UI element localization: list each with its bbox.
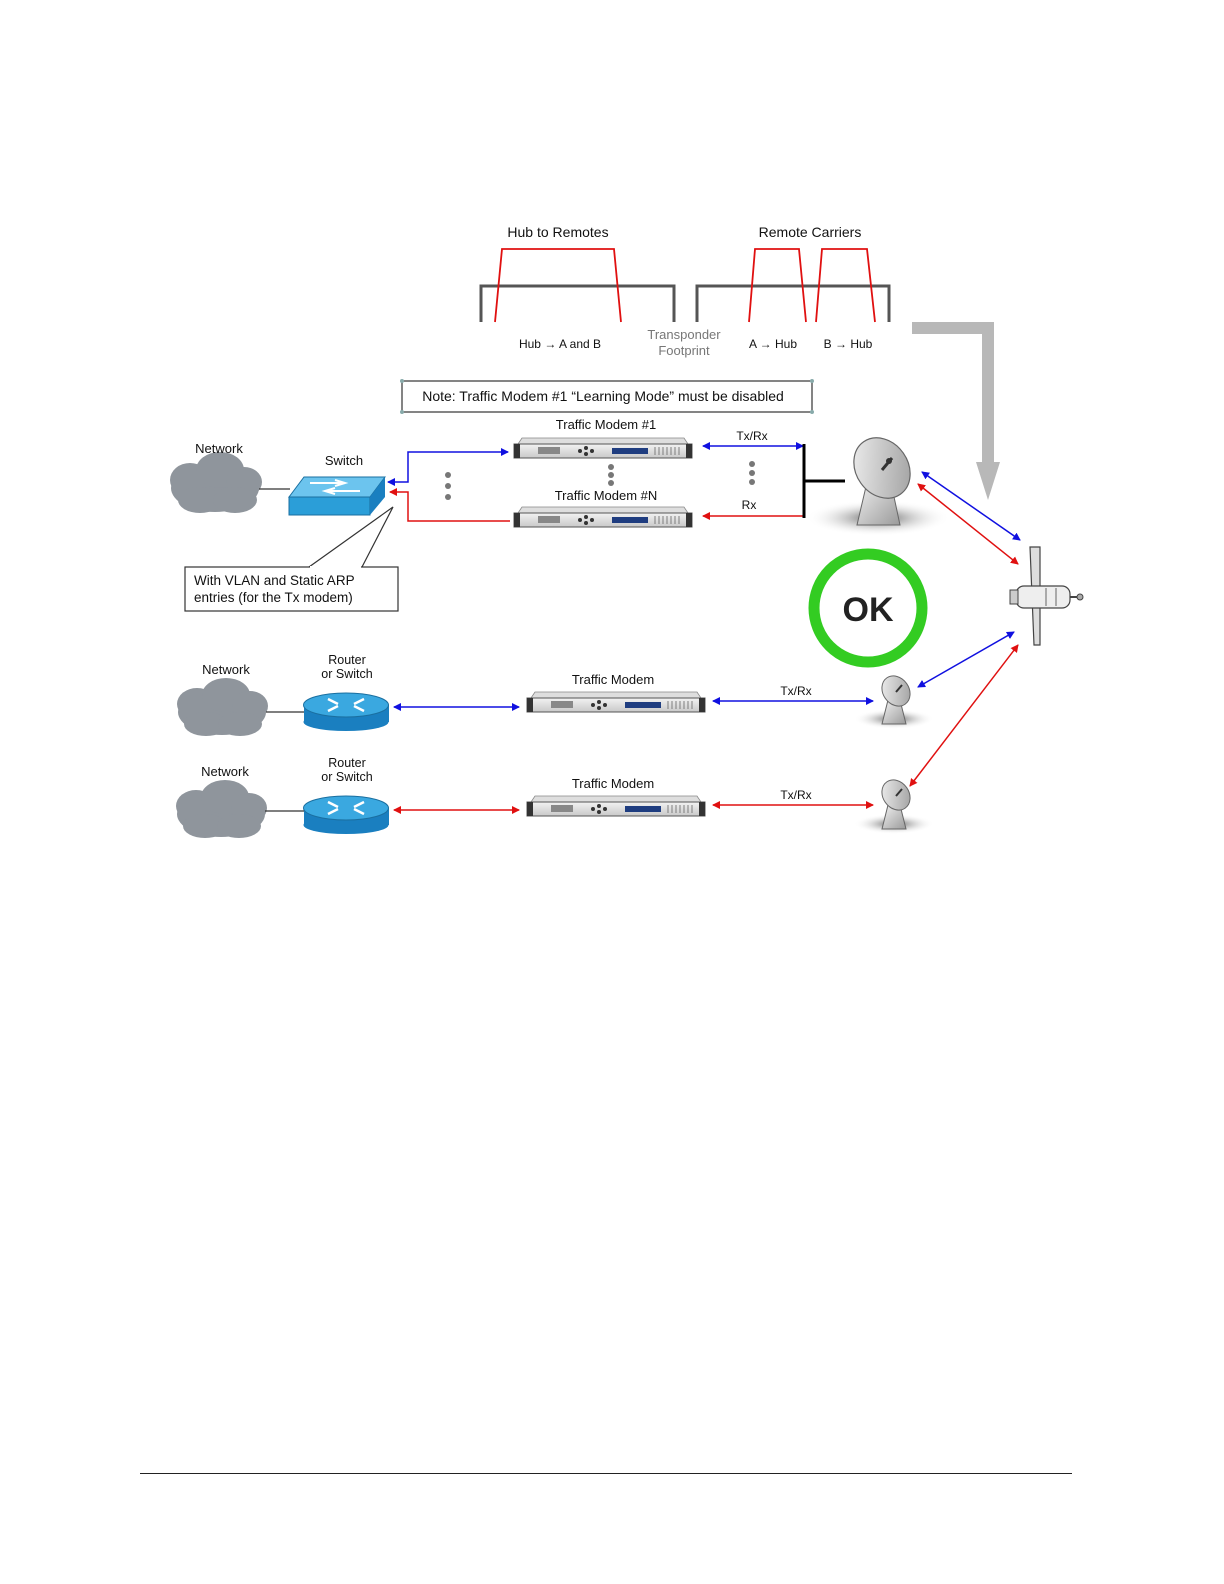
remote-site-a: Network Router or Switch Traffic Modem T…: [177, 653, 934, 736]
hub-txrx-label: Tx/Rx: [736, 429, 767, 443]
traffic-modem-n-label: Traffic Modem #N: [555, 488, 658, 503]
switch-modem1-link: [387, 448, 509, 486]
traffic-modem-n-icon: [513, 506, 693, 528]
hub-satellite-blue-link: [921, 471, 1021, 541]
remote-a-router-label-1: Router: [328, 653, 366, 667]
remote-a-txrx-label: Tx/Rx: [780, 684, 811, 698]
remote-a-router-label-2: or Switch: [321, 667, 372, 681]
footer-rule: [140, 1473, 1072, 1474]
switch-label: Switch: [325, 453, 363, 468]
hub-rx-label: Rx: [742, 498, 757, 512]
transponder-bracket-right: [695, 284, 891, 322]
switch-icon: [288, 476, 386, 516]
remote-a-network-cloud-icon: [177, 678, 268, 736]
ok-badge: OK: [808, 548, 928, 668]
callout-line2: entries (for the Tx modem): [194, 590, 353, 605]
remote-b-modem-label: Traffic Modem: [572, 776, 654, 791]
remote-site-b: Network Router or Switch Traffic Modem T…: [176, 756, 934, 838]
hub-site: Network Switch With VLAN and Static ARP …: [170, 417, 950, 612]
transponder-label: Transponder: [647, 327, 721, 342]
carrier-a-label: A → Hub: [749, 337, 797, 351]
transponder-bracket-left: [479, 284, 676, 322]
carrier-b-label: B → Hub: [824, 337, 873, 351]
satellite-icon: [1009, 546, 1084, 646]
uplink-gray-arrow: [912, 322, 1000, 500]
modemN-switch-link: [389, 488, 510, 522]
remote-carriers-label: Remote Carriers: [759, 224, 862, 240]
hub-network-cloud-icon: [170, 452, 262, 513]
remote-b-txrx-label: Tx/Rx: [780, 788, 811, 802]
remote-a-router-icon: [303, 692, 389, 731]
combiner-bar: [802, 444, 845, 518]
vlan-callout: With VLAN and Static ARP entries (for th…: [184, 506, 399, 612]
ellipsis-dots: [445, 461, 755, 500]
remote-b-traffic-modem-icon: [526, 795, 706, 817]
carrier-b-shape: [815, 248, 876, 323]
remote-a-satellite-link: [917, 631, 1015, 688]
remote-b-router-label-2: or Switch: [321, 770, 372, 784]
hub-satellite-dish-icon: [806, 437, 950, 536]
hub-network-label: Network: [195, 441, 243, 456]
note-text: Note: Traffic Modem #1 “Learning Mode” m…: [422, 388, 784, 404]
callout-line1: With VLAN and Static ARP: [194, 573, 355, 588]
remote-b-satellite-link: [909, 644, 1019, 787]
remote-a-satellite-dish-icon: [854, 675, 934, 729]
note-box: Note: Traffic Modem #1 “Learning Mode” m…: [400, 379, 814, 414]
hub-carrier-shape: [494, 248, 622, 323]
traffic-modem-1-label: Traffic Modem #1: [556, 417, 656, 432]
remote-b-network-cloud-icon: [176, 780, 267, 838]
ok-text: OK: [843, 591, 894, 629]
traffic-modem-1-icon: [513, 437, 693, 459]
transponder-spectrum: Hub to Remotes Remote Carriers Hub → A a…: [479, 224, 891, 358]
remote-b-network-label: Network: [201, 764, 249, 779]
hub-carrier-label: Hub → A and B: [519, 337, 601, 351]
remote-b-router-icon: [303, 795, 389, 834]
hub-to-remotes-label: Hub to Remotes: [507, 224, 608, 240]
footprint-label: Footprint: [658, 343, 710, 358]
carrier-a-shape: [748, 248, 807, 323]
remote-a-traffic-modem-icon: [526, 691, 706, 713]
remote-a-network-label: Network: [202, 662, 250, 677]
remote-b-router-label-1: Router: [328, 756, 366, 770]
remote-a-modem-label: Traffic Modem: [572, 672, 654, 687]
remote-b-satellite-dish-icon: [854, 779, 934, 834]
hub-satellite-red-link: [917, 483, 1019, 565]
